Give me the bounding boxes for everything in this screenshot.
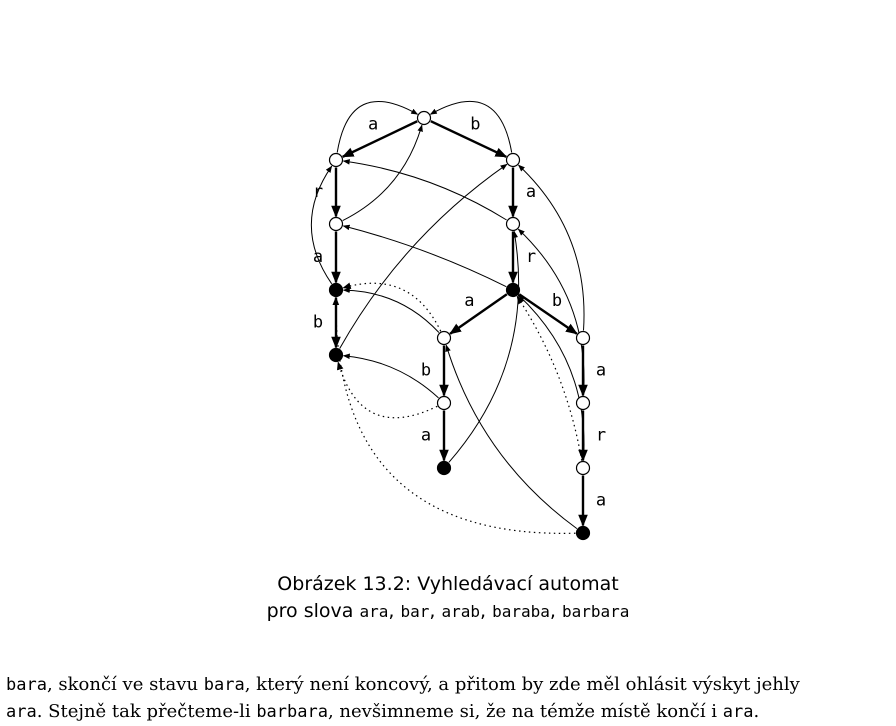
text-run: , nevšimneme si, že na témže místě končí… <box>327 701 723 722</box>
edge-labels: a b r a b a r a b b a a r a <box>313 115 606 511</box>
caption-sep: , <box>388 600 401 622</box>
state-node <box>575 460 591 476</box>
state-node <box>436 395 452 411</box>
final-state-node <box>505 282 521 298</box>
text-run: , který není koncový, a přitom by zde mě… <box>244 674 800 695</box>
edge-label: a <box>421 426 431 446</box>
text-run: , skončí ve stavu <box>46 674 204 695</box>
failure-edge <box>342 282 442 332</box>
back-edge <box>342 353 439 399</box>
back-edge <box>517 164 585 331</box>
back-edge <box>310 165 333 285</box>
edge-label: b <box>552 291 562 311</box>
back-edge <box>429 100 513 153</box>
edge-label: a <box>464 291 474 311</box>
final-state-node <box>575 525 591 541</box>
caption-word: arab <box>441 602 480 621</box>
back-edge <box>342 159 507 221</box>
code-word: ara <box>722 702 754 722</box>
caption-sep: , <box>429 600 442 622</box>
forward-edge <box>518 293 578 335</box>
back-edge <box>448 230 520 463</box>
edge-label: a <box>313 247 323 267</box>
caption-word: barbara <box>561 602 630 621</box>
figure-caption-line2: pro slova ara, bar, arab, baraba, barbar… <box>0 600 896 622</box>
forward-edge <box>449 293 508 335</box>
caption-word: ara <box>359 602 389 621</box>
caption-word: baraba <box>492 602 550 621</box>
code-word: bara <box>203 675 245 695</box>
final-state-node <box>436 460 452 476</box>
edge-label: a <box>526 182 536 202</box>
failure-edge <box>516 295 583 461</box>
back-edge <box>342 224 507 288</box>
final-state-node <box>328 282 344 298</box>
state-node <box>505 152 521 168</box>
failure-edges <box>332 282 583 534</box>
back-edge <box>339 163 508 349</box>
code-word: bara <box>6 675 47 695</box>
state-node <box>575 395 591 411</box>
text-run: . Stejně tak přečteme-li <box>36 701 257 722</box>
back-edge <box>342 124 423 222</box>
state-node <box>328 216 344 232</box>
figure-caption-line1: Obrázek 13.2: Vyhledávací automat <box>277 573 619 595</box>
edge-label: a <box>368 115 378 135</box>
forward-edges <box>331 120 588 527</box>
back-edge <box>336 100 419 153</box>
search-automaton-diagram: a b r a b a r a b b a a r a <box>310 100 606 541</box>
failure-edge <box>332 296 576 534</box>
code-word: barbara <box>256 702 328 722</box>
back-edge <box>342 287 440 333</box>
edge-label: a <box>596 491 606 511</box>
body-text-line2: ara. Stejně tak přečteme-li barbara, nev… <box>6 701 759 722</box>
code-word: ara <box>6 702 37 722</box>
edge-label: r <box>596 426 606 446</box>
text-run: . <box>753 701 760 722</box>
edge-label: r <box>526 247 536 267</box>
edge-label: b <box>470 115 480 135</box>
state-node <box>505 216 521 232</box>
edge-label: r <box>313 182 323 202</box>
caption-word: bar <box>400 602 430 621</box>
state-node <box>328 152 344 168</box>
edge-label: b <box>313 313 323 333</box>
body-text-line1: bara, skončí ve stavu bara, který není k… <box>6 674 800 695</box>
back-edge <box>445 344 578 530</box>
caption-sep: , <box>549 600 562 622</box>
edge-label: a <box>596 361 606 381</box>
forward-edge <box>341 120 418 158</box>
state-node <box>416 110 432 126</box>
caption-prefix: pro slova <box>266 600 360 622</box>
state-node <box>575 330 591 346</box>
caption-sep: , <box>479 600 493 622</box>
state-node <box>436 330 452 346</box>
back-edge <box>517 294 585 461</box>
final-state-node <box>328 347 344 363</box>
edge-label: b <box>421 361 431 381</box>
forward-edge <box>430 120 508 158</box>
state-nodes <box>328 110 591 541</box>
